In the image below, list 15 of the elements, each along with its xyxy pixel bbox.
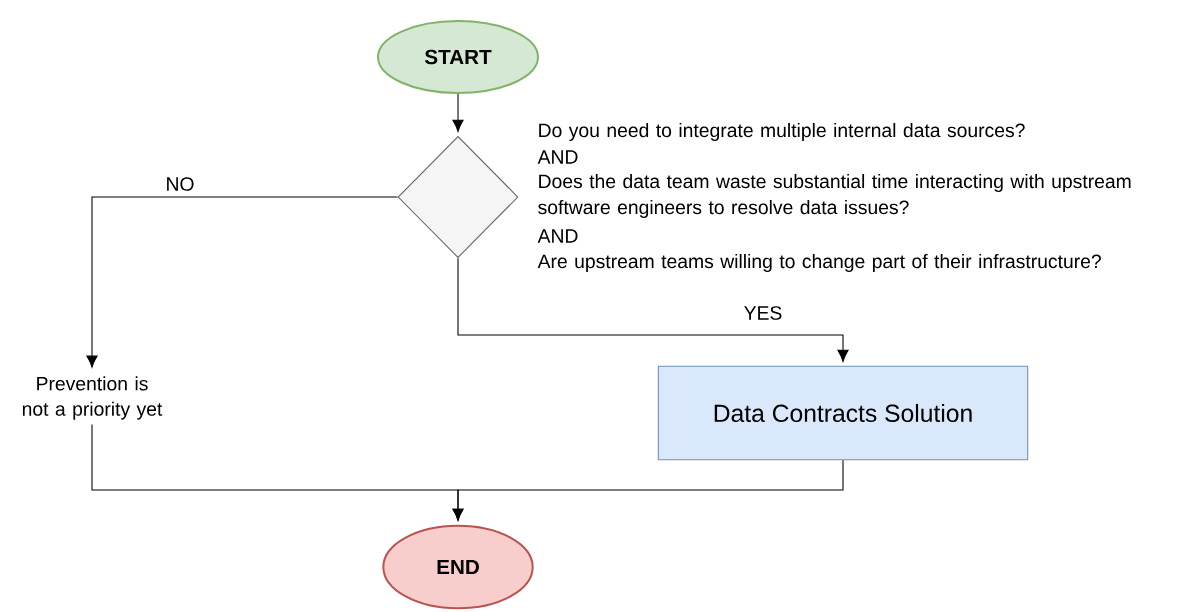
arrow [452,93,464,132]
arrow [457,257,849,362]
edge-label: YES [742,304,784,322]
question-line: Does the data team waste substantial time interacting with upstream software engineers to resolve data issues? [538,174,1131,218]
question-line: Do you need to integrate multiple internal data sources? [539,123,1025,141]
question-line: AND [537,150,578,164]
arrow [452,459,844,521]
end-oval: END [382,524,534,610]
outcome-text: Prevention is not a priority yet [22,376,163,420]
question-line: Are upstream teams willing to change part of their infrastructure? [537,254,1101,272]
arrow [86,196,398,368]
process-box: Data Contracts Solution [657,365,1029,461]
edge-label: NO [164,175,196,193]
question-line: AND [537,229,578,243]
start-oval: START [377,20,539,94]
